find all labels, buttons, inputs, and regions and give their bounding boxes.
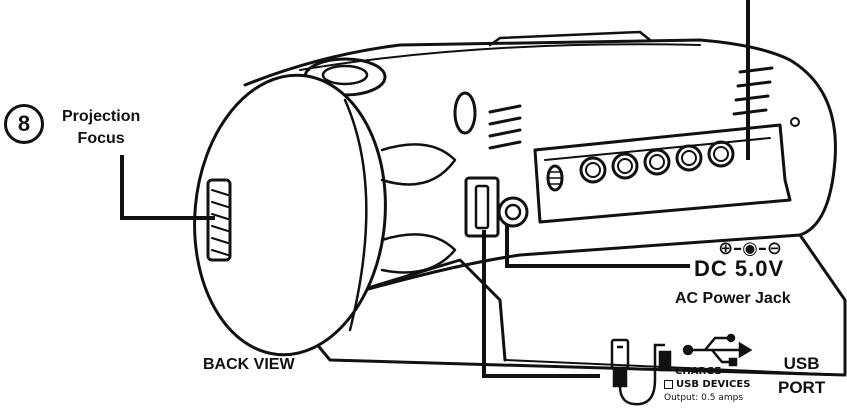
projection-focus-line2: Focus <box>77 130 125 147</box>
stand-front <box>293 258 507 362</box>
end-cap <box>193 73 387 357</box>
dc-voltage-label: DC 5.0V <box>694 256 785 281</box>
usb-trident-icon <box>682 333 753 367</box>
callout-number-badge: 8 <box>4 104 44 144</box>
callout-number: 8 <box>17 111 31 136</box>
dc-jack <box>497 196 529 228</box>
button-panel <box>533 123 792 224</box>
usb-port-label: USB PORT <box>778 352 825 400</box>
output-rating-label: Output: 0.5 amps <box>664 393 744 403</box>
projection-focus-label: Projection Focus <box>62 106 140 150</box>
focus-leader <box>120 155 215 220</box>
usb-port-line1: USB <box>783 354 820 373</box>
polarity-symbol: ⊕–◉–⊖ <box>718 238 782 259</box>
minus-box-icon <box>664 379 673 389</box>
usb-devices-label: USB DEVICES <box>664 379 750 390</box>
ac-power-jack-label: AC Power Jack <box>675 290 791 307</box>
usb-port-line2: PORT <box>778 378 826 397</box>
usb-leader <box>482 230 600 378</box>
charge-label: CHARGE <box>675 366 722 377</box>
usb-cable-icon <box>610 338 672 406</box>
back-view-label: BACK VIEW <box>203 356 295 373</box>
projection-focus-line1: Projection <box>62 108 141 125</box>
usb-devices-text: USB DEVICES <box>676 379 751 390</box>
dc-leader <box>505 225 690 268</box>
side-oval <box>453 91 477 135</box>
